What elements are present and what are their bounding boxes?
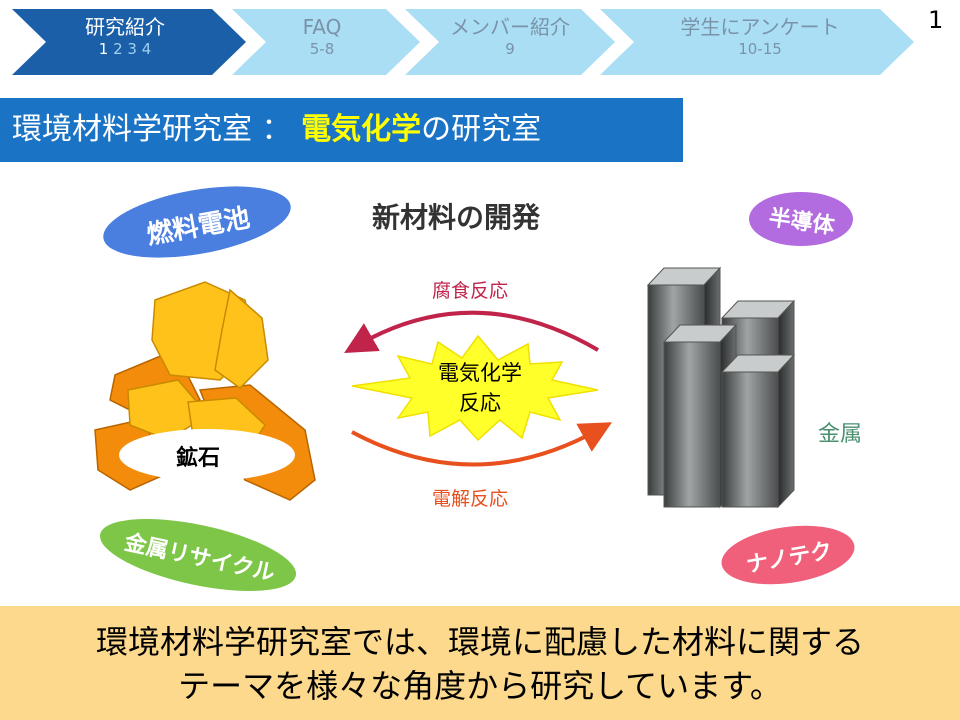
semiconductor-bubble xyxy=(749,192,853,246)
nav-tab-research[interactable]: 研究紹介 1 2 3 4 xyxy=(50,16,200,58)
nav-page-2[interactable]: 2 xyxy=(113,40,123,58)
fuel-cell-bubble xyxy=(103,186,291,258)
title-bar: 環境材料学研究室 ： 電気化学の研究室 xyxy=(0,98,683,162)
nav-tab-survey-pages: 10-15 xyxy=(738,40,782,58)
nav-tab-faq-pages: 5-8 xyxy=(309,40,335,58)
nav-tab-research-title: 研究紹介 xyxy=(85,15,165,39)
ore-label: 鉱石 xyxy=(176,446,221,471)
nav-tab-survey-shape[interactable] xyxy=(600,9,914,75)
nav-tab-research-pages: 1 2 3 4 xyxy=(50,41,200,58)
nav-tab-survey[interactable]: 学生にアンケート 10-15 xyxy=(650,16,870,58)
page-title: 環境材料学研究室 ： 電気化学の研究室 xyxy=(12,98,541,162)
nav-tab-survey-title: 学生にアンケート xyxy=(680,15,840,39)
description-text: 環境材料学研究室では、環境に配慮した材料に関する テーマを様々な角度から研究して… xyxy=(0,620,960,708)
nav-tab-members[interactable]: メンバー紹介 9 xyxy=(430,16,590,58)
description-line2: テーマを様々な角度から研究しています。 xyxy=(178,667,782,705)
reaction-label-line2: 反応 xyxy=(459,391,501,415)
nav-tab-faq-title: FAQ xyxy=(302,15,342,39)
page-title-suffix: の研究室 xyxy=(421,112,542,147)
nav-tab-faq[interactable]: FAQ 5-8 xyxy=(262,16,382,58)
nav-page-1[interactable]: 1 xyxy=(98,40,109,58)
page-number: 1 xyxy=(928,6,944,34)
page-title-highlight: 電気化学 xyxy=(301,112,422,147)
description-box: 環境材料学研究室では、環境に配慮した材料に関する テーマを様々な角度から研究して… xyxy=(0,606,960,720)
ore-pile xyxy=(94,281,316,501)
nav-tab-faq-shape[interactable] xyxy=(232,9,420,75)
electrolysis-label: 電解反応 xyxy=(432,488,509,510)
nav-tab-members-pages: 9 xyxy=(505,40,515,58)
electrolysis-arrow xyxy=(351,422,613,467)
page-title-prefix: 環境材料学研究室 ： xyxy=(12,112,302,147)
nav-tab-members-shape[interactable] xyxy=(405,9,615,75)
nanotech-bubble xyxy=(721,525,855,585)
reaction-label: 電気化学 反応 xyxy=(420,358,540,418)
reaction-burst xyxy=(351,334,599,442)
nav-page-3[interactable]: 3 xyxy=(127,40,137,58)
nav-bar xyxy=(12,9,914,75)
metal-label: 金属 xyxy=(818,422,863,447)
corrosion-arrow xyxy=(344,310,600,353)
nav-page-4[interactable]: 4 xyxy=(141,40,152,58)
description-line1: 環境材料学研究室では、環境に配慮した材料に関する xyxy=(95,623,864,661)
nav-tab-research-shape[interactable] xyxy=(12,9,246,75)
reaction-label-line1: 電気化学 xyxy=(438,361,522,385)
metal-bars xyxy=(646,266,796,509)
nav-tab-members-title: メンバー紹介 xyxy=(450,15,570,39)
diagram-heading: 新材料の開発 xyxy=(372,201,541,234)
corrosion-label: 腐食反応 xyxy=(432,280,509,302)
metal-recycle-bubble xyxy=(99,519,297,591)
